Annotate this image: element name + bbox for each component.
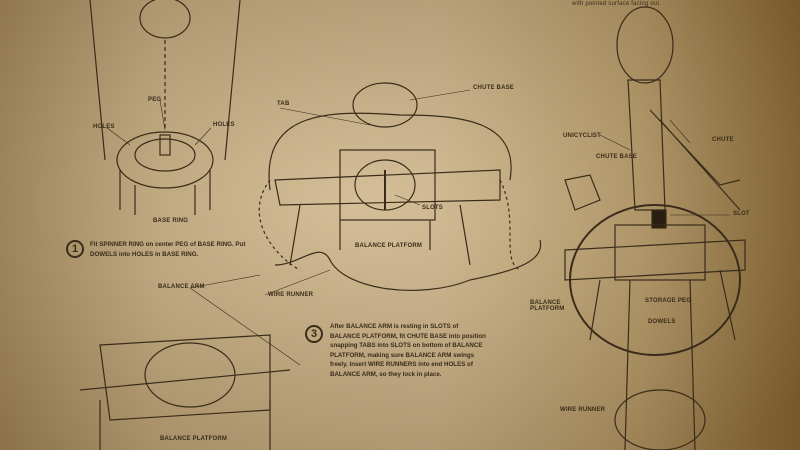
wire-runner-label: WIRE RUNNER (268, 292, 314, 298)
leader-lines (106, 89, 730, 366)
storage-peg-label: STORAGE PEG (645, 298, 692, 304)
balance-platform-right-label: BALANCE PLATFORM (530, 300, 565, 312)
holes-left-label: HOLES (93, 124, 115, 130)
tab-label: TAB (277, 101, 290, 107)
step-1-text: Fit SPINNER RING on center PEG of BASE R… (90, 241, 246, 258)
base-ring-label: BASE RING (153, 218, 189, 224)
dowels-label: DOWELS (648, 319, 676, 325)
balance-arm-label: BALANCE ARM (158, 284, 205, 290)
balance-platform-bottom-label: BALANCE PLATFORM (160, 436, 228, 442)
right-assembly-drawing (564, 6, 746, 450)
slots-label: SLOTS (422, 205, 444, 211)
step-3-number: 3 (305, 325, 323, 343)
base-ring-drawing (89, 0, 241, 215)
wire-runner-right-label: WIRE RUNNER (560, 407, 606, 413)
peg-label: PEG (148, 97, 162, 103)
holes-right-label: HOLES (213, 122, 235, 128)
step-1-number: 1 (66, 240, 84, 258)
bottom-left-drawing (79, 334, 291, 450)
slot-label: SLOT (733, 211, 750, 217)
chute-base-label: CHUTE BASE (473, 85, 515, 91)
chute-base-right-label: CHUTE BASE (596, 154, 638, 160)
chute-label: CHUTE (712, 137, 734, 143)
balance-platform-drawing (258, 82, 542, 291)
step-3-text: After BALANCE ARM is resting in SLOTS of… (330, 323, 486, 378)
top-note: with pointed surface facing out. (572, 1, 662, 7)
balance-platform-label: BALANCE PLATFORM (355, 243, 423, 249)
unicyclist-label: UNICYCLIST (563, 133, 601, 139)
